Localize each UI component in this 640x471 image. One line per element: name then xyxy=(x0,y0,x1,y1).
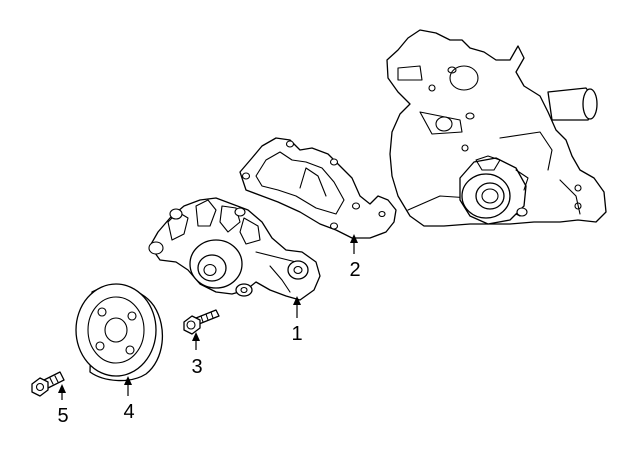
gasket xyxy=(239,137,397,239)
engine-front-cover xyxy=(386,29,607,227)
callout-1: 1 xyxy=(291,323,302,345)
callout-4: 4 xyxy=(123,401,134,423)
leader-line-1 xyxy=(293,296,301,318)
leader-line-4 xyxy=(124,376,132,396)
pulley-bolt xyxy=(31,371,65,397)
callout-3: 3 xyxy=(191,356,202,378)
callout-5: 5 xyxy=(57,405,68,427)
pulley xyxy=(75,283,164,382)
water-pump xyxy=(148,197,321,301)
callout-2: 2 xyxy=(349,259,360,281)
bolt xyxy=(183,309,220,335)
leader-line-3 xyxy=(192,332,200,350)
leader-line-5 xyxy=(58,384,66,400)
leader-line-2 xyxy=(350,234,358,254)
